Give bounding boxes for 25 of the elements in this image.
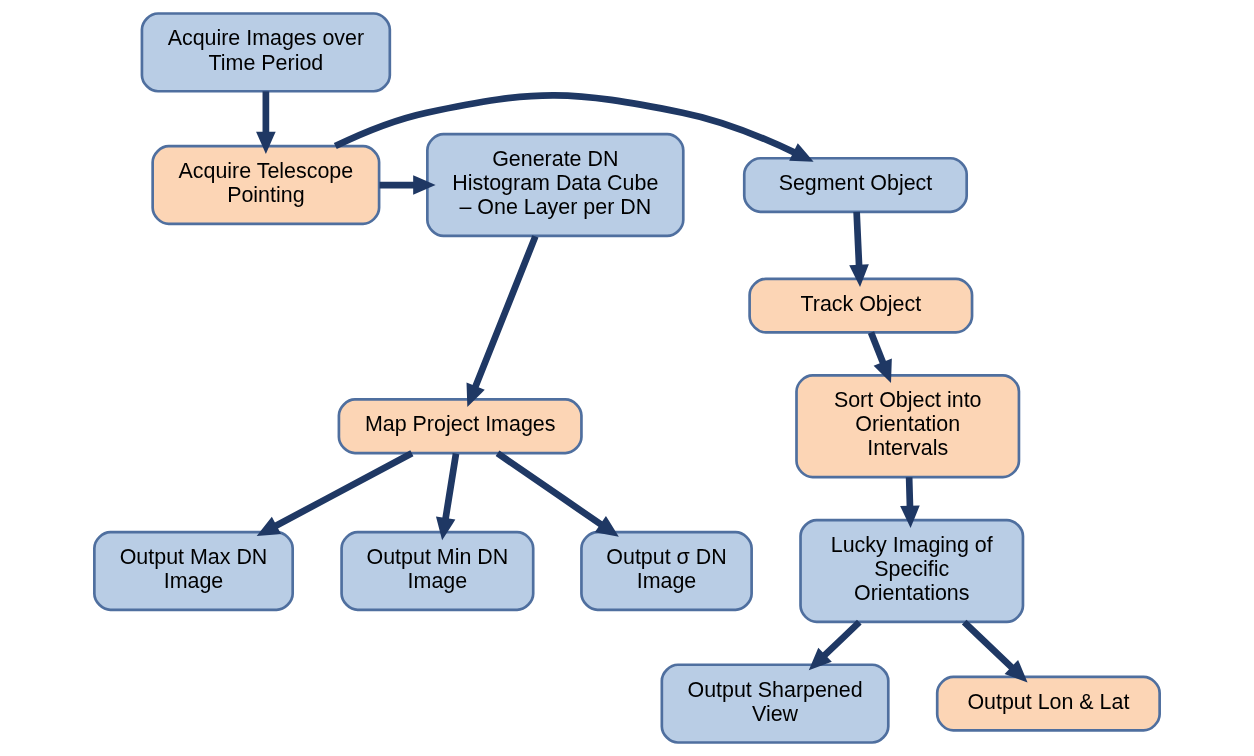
arrow	[256, 91, 276, 155]
node-box: Track Object	[748, 277, 974, 334]
arrow	[333, 92, 814, 162]
node-box: Sort Object into Orientation Intervals	[795, 374, 1021, 479]
arrow	[849, 211, 869, 288]
node-box: Map Project Images	[337, 398, 583, 455]
node-box: Generate DN Histogram Data Cube – One Layer per DN	[426, 132, 685, 238]
arrow	[900, 477, 920, 529]
node-box: Output Lon & Lat	[935, 675, 1161, 732]
arrow	[961, 619, 1028, 683]
node-box: Output Max DN Image	[93, 530, 294, 612]
node-box: Acquire Images over Time Period	[140, 12, 392, 93]
arrow	[466, 235, 539, 407]
node-box: Output σ DN Image	[580, 530, 753, 612]
arrow	[808, 619, 862, 671]
arrow	[495, 450, 619, 537]
node-box: Acquire Telescope Pointing	[151, 144, 381, 226]
node-box: Segment Object	[742, 156, 968, 214]
arrow	[435, 453, 460, 541]
arrow	[867, 331, 892, 383]
node-box: Lucky Imaging of Specific Orientations	[799, 518, 1025, 624]
node-box: Output Sharpened View	[660, 663, 890, 744]
node-box: Output Min DN Image	[340, 530, 535, 612]
arrow	[256, 450, 414, 536]
arrow	[379, 175, 436, 195]
